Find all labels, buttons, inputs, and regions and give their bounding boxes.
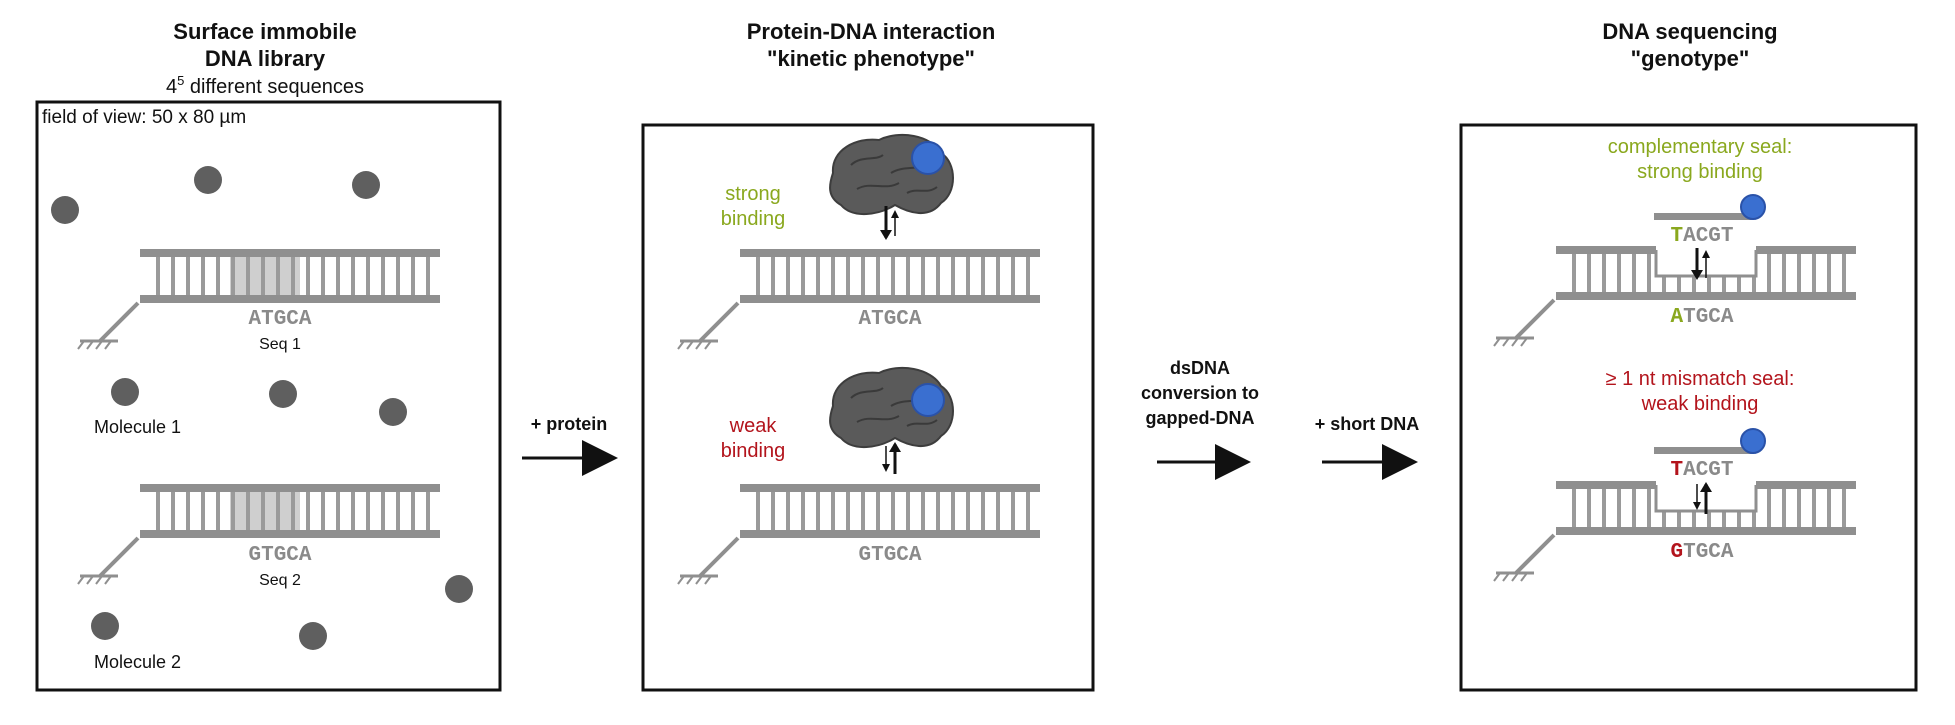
strong-binding-arrows: [880, 206, 899, 240]
blue-label-dot: [911, 383, 945, 417]
arrow2-label-line1: dsDNA: [1170, 358, 1230, 378]
molecule-dot: [111, 378, 139, 406]
panel3-title-line2: "genotype": [1631, 46, 1750, 71]
strong-binding-label-line2: binding: [721, 208, 786, 230]
blue-label-dot: [1740, 194, 1766, 220]
dna-panel2-seq2: [676, 482, 1042, 586]
mismatch-seal-label-line2: weak binding: [1641, 393, 1759, 415]
panel2-seq1-text: ATGCA: [858, 308, 921, 331]
gapped-seq2-text: GTGCA: [1670, 541, 1733, 564]
complementary-seal-label-line2: strong binding: [1637, 161, 1763, 183]
complementary-seal-label-line1: complementary seal:: [1608, 136, 1793, 158]
dna-panel2-seq1: [676, 247, 1042, 351]
arrow2-label-line3: gapped-DNA: [1146, 408, 1255, 428]
field-of-view-box: [35, 100, 502, 692]
molecule-dot: [445, 575, 473, 603]
seq1-text: ATGCA: [248, 308, 311, 331]
seq2-label: Seq 2: [259, 572, 301, 589]
panel2-title-line2: "kinetic phenotype": [767, 46, 975, 71]
gapped-dna-2: [1492, 479, 1858, 583]
molecule-dot: [269, 380, 297, 408]
panel2-box: [641, 123, 1095, 692]
panel1-subtitle: 45 different sequences: [166, 73, 364, 98]
weak-binding-label-line2: binding: [721, 440, 786, 462]
probe-strand-2: [1654, 447, 1754, 454]
mismatch-seal-label-line1: ≥ 1 nt mismatch seal:: [1606, 368, 1795, 390]
gapped-dna-1: [1492, 244, 1858, 348]
gapped-seq1-text: ATGCA: [1670, 306, 1733, 329]
panel2-seq2-text: GTGCA: [858, 544, 921, 567]
molecule-dot: [299, 622, 327, 650]
molecule-dot: [194, 166, 222, 194]
arrow2-label-line2: conversion to: [1141, 383, 1259, 403]
seq1-label: Seq 1: [259, 336, 301, 353]
weak-binding-label-line1: weak: [729, 415, 778, 437]
panel2-title-line1: Protein-DNA interaction: [747, 19, 996, 44]
molecule-dot: [352, 171, 380, 199]
molecule1-label: Molecule 1: [94, 417, 181, 437]
molecule2-label: Molecule 2: [94, 652, 181, 672]
probe2-text: TACGT: [1670, 459, 1733, 482]
blue-label-dot: [1740, 428, 1766, 454]
probe1-text: TACGT: [1670, 225, 1733, 248]
blue-label-dot: [911, 141, 945, 175]
molecule-dot: [379, 398, 407, 426]
molecule-dot: [91, 612, 119, 640]
seal2-binding-arrows: [1693, 482, 1712, 514]
seal1-binding-arrows: [1691, 248, 1710, 280]
dna-seq1: [76, 247, 442, 351]
dna-seq2: [76, 482, 442, 586]
probe-strand-1: [1654, 213, 1754, 220]
weak-binding-arrows: [882, 442, 901, 474]
field-of-view-label: field of view: 50 x 80 µm: [42, 107, 246, 128]
panel3-box: [1459, 123, 1918, 692]
molecule-dot: [51, 196, 79, 224]
panel1-title-line2: DNA library: [205, 46, 326, 71]
seq2-text: GTGCA: [248, 544, 311, 567]
panel1-title-line1: Surface immobile: [173, 19, 356, 44]
panel3-title-line1: DNA sequencing: [1602, 19, 1777, 44]
strong-binding-label-line1: strong: [725, 183, 781, 205]
arrow3-label: + short DNA: [1315, 414, 1420, 434]
arrow1-label: + protein: [531, 414, 608, 434]
